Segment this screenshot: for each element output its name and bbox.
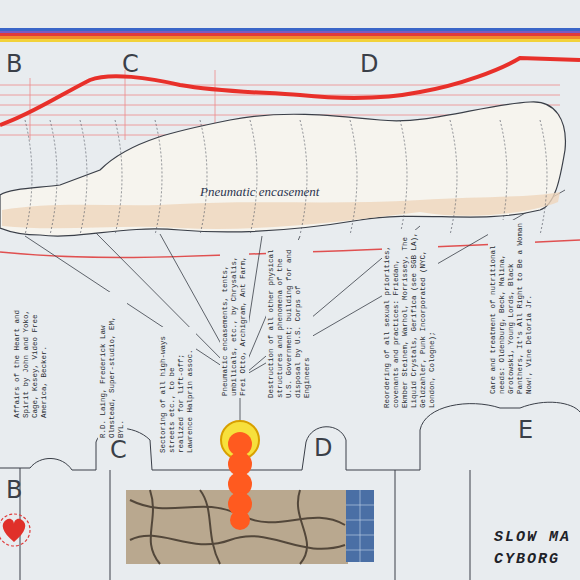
title-fragment: SLOW MA xyxy=(494,530,571,545)
encasement-outline xyxy=(0,100,572,245)
typed-note: Care and treatment of nutritional needs:… xyxy=(488,220,535,396)
typed-note: Destruction of all other physical struct… xyxy=(266,240,313,400)
pneumatic-encasement: Pneumatic encasement xyxy=(0,100,572,245)
sector-letter: B xyxy=(6,52,22,76)
sector-letter: C xyxy=(110,438,127,462)
sector-letter: E xyxy=(518,418,533,442)
handwritten-label: Pneumatic encasement xyxy=(200,184,319,200)
typed-note: Pneumatic encasements, tents, umbilicals… xyxy=(220,246,249,398)
typed-note: R.D. Laing, Frederick Law Olmstead, Supe… xyxy=(98,292,127,440)
title-fragment: CYBORG xyxy=(494,552,560,567)
sector-letter: B xyxy=(6,478,22,502)
typed-note: Reordering of all sexual priorities, cov… xyxy=(382,230,438,410)
typed-note: Sectoring of all high-ways streets etc.,… xyxy=(158,327,196,455)
sector-letter: D xyxy=(360,52,378,76)
typed-note: Affairs of the Heart and Spirit by John … xyxy=(12,288,50,420)
sector-letter: D xyxy=(314,436,332,460)
sector-letter: C xyxy=(122,52,139,76)
